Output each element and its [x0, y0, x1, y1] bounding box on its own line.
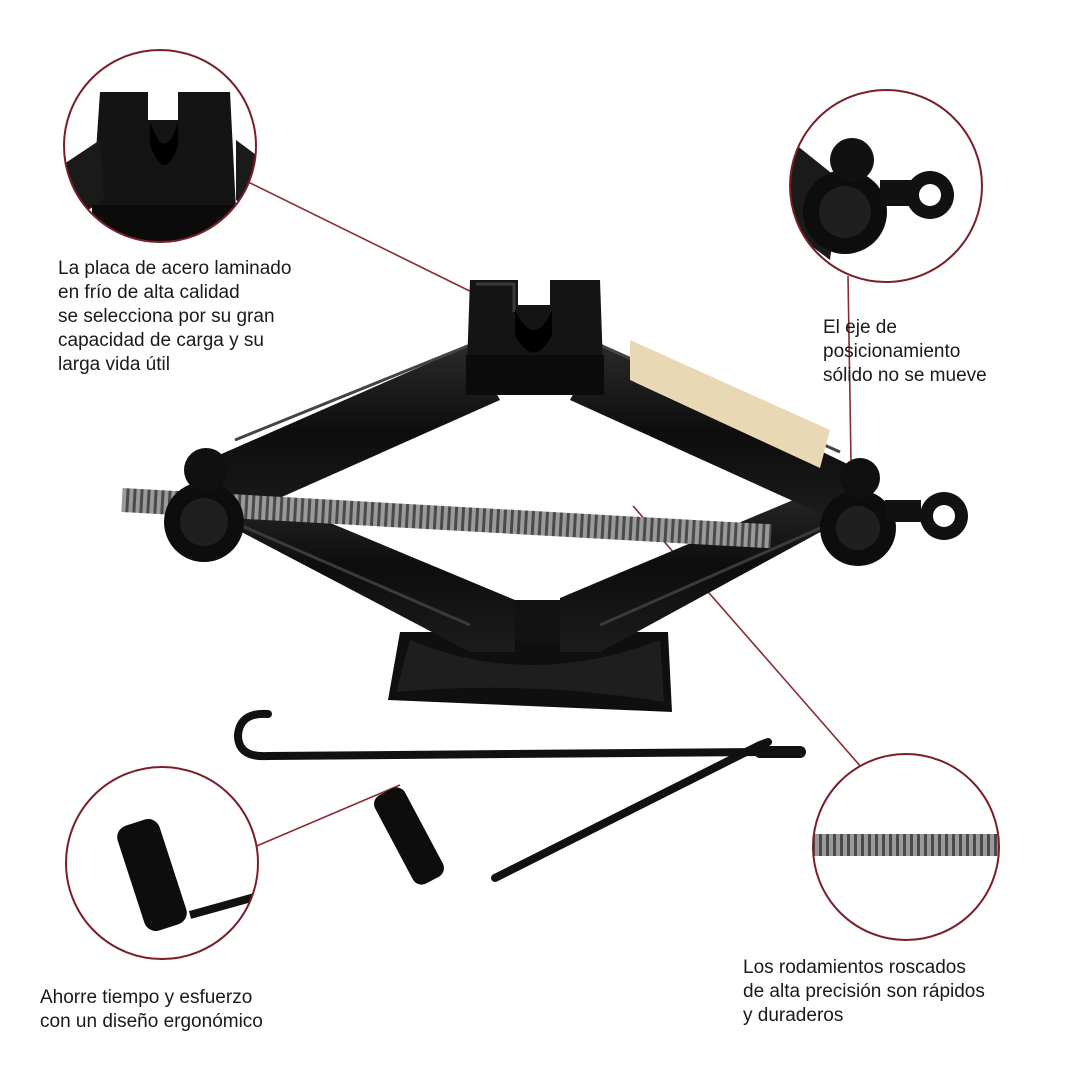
caption-line: Ahorre tiempo y esfuerzo [40, 987, 253, 1008]
caption-ergonomic-handle: Ahorre tiempo y esfuerzo con un diseño e… [40, 986, 263, 1034]
caption-steel-plate: La placa de acero laminado en frío de al… [58, 257, 291, 377]
caption-line: se selecciona por su gran [58, 306, 275, 327]
threaded-screw [121, 488, 772, 549]
warning-label [630, 340, 830, 468]
callout-axis [789, 89, 983, 283]
leader-line-plate [239, 177, 493, 303]
callout-ring-plate [63, 49, 257, 243]
caption-line: posicionamiento [823, 341, 961, 362]
caption-line: con un diseño ergonómico [40, 1011, 263, 1032]
eye-ring [885, 492, 968, 540]
caption-positioning-axis: El eje de posicionamiento sólido no se m… [823, 316, 987, 388]
callout-handle [65, 766, 259, 960]
leader-lines [239, 177, 863, 849]
caption-line: El eje de [823, 317, 897, 338]
callout-ring-bearings [812, 753, 1000, 941]
callout-bearings [812, 753, 1000, 941]
caption-line: y duraderos [743, 1005, 844, 1026]
scissor-jack [121, 280, 968, 712]
callout-ring-handle [65, 766, 259, 960]
caption-threaded-bearings: Los rodamientos roscados de alta precisi… [743, 956, 985, 1028]
caption-line: de alta precisión son rápidos [743, 981, 985, 1002]
crank-grip [374, 787, 444, 885]
upper-arm-left [185, 345, 500, 520]
caption-line: larga vida útil [58, 354, 170, 375]
caption-line: Los rodamientos roscados [743, 957, 966, 978]
callout-plate [63, 49, 257, 243]
callout-ring-axis [789, 89, 983, 283]
caption-line: capacidad de carga y su [58, 330, 264, 351]
leader-line-handle [251, 784, 401, 849]
caption-line: en frío de alta calidad [58, 282, 240, 303]
crank-handle [234, 709, 806, 885]
caption-line: La placa de acero laminado [58, 258, 292, 279]
leader-line-bearings [632, 505, 863, 769]
caption-line: sólido no se mueve [823, 365, 987, 386]
upper-arm-right [570, 345, 860, 520]
